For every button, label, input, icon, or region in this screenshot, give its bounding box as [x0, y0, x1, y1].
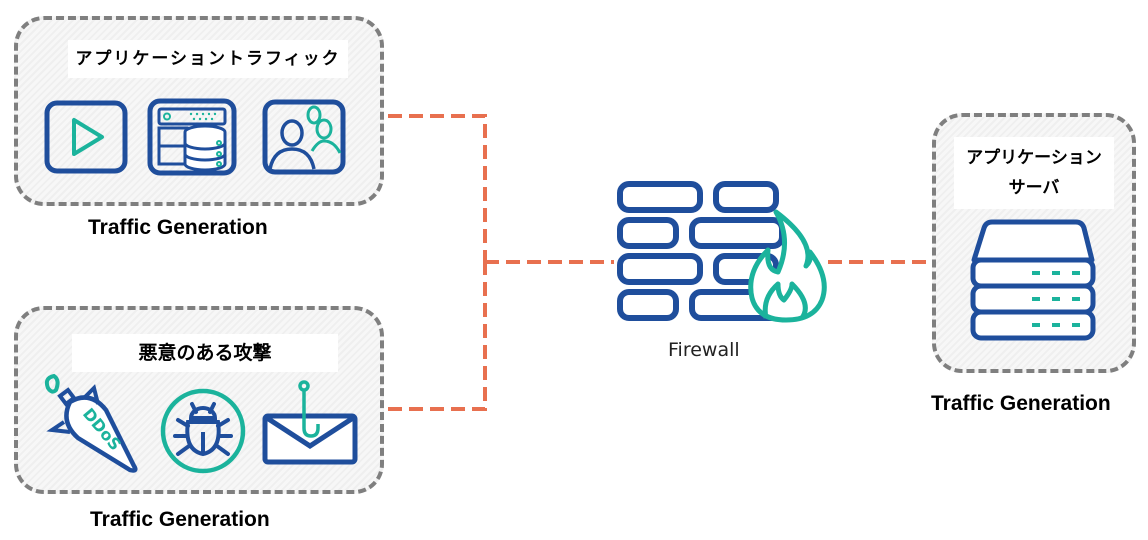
firewall-icon — [617, 181, 827, 323]
connector-app-traffic — [388, 114, 487, 262]
video-conference-icon — [262, 99, 346, 175]
caption-malicious-attacks: Traffic Generation — [90, 508, 270, 531]
group-label-line-2: サーバ — [1008, 178, 1060, 198]
caption-application-traffic: Traffic Generation — [88, 216, 268, 239]
phishing-email-icon — [262, 380, 358, 465]
group-label: 悪意のある攻撃 — [72, 334, 338, 372]
group-label: アプリケーショントラフィック — [68, 40, 348, 78]
caption-application-server: Traffic Generation — [931, 392, 1111, 415]
firewall-label: Firewall — [668, 339, 740, 361]
ddos-missile-icon: DDoS — [44, 373, 138, 473]
server-stack-icon — [970, 219, 1096, 341]
group-label: アプリケーション サーバ — [954, 137, 1114, 209]
video-play-icon — [44, 100, 128, 174]
database-server-icon — [147, 98, 237, 176]
group-label-line-1: アプリケーション — [966, 148, 1102, 168]
connector-malicious — [388, 262, 487, 411]
malware-bug-icon — [160, 388, 246, 474]
